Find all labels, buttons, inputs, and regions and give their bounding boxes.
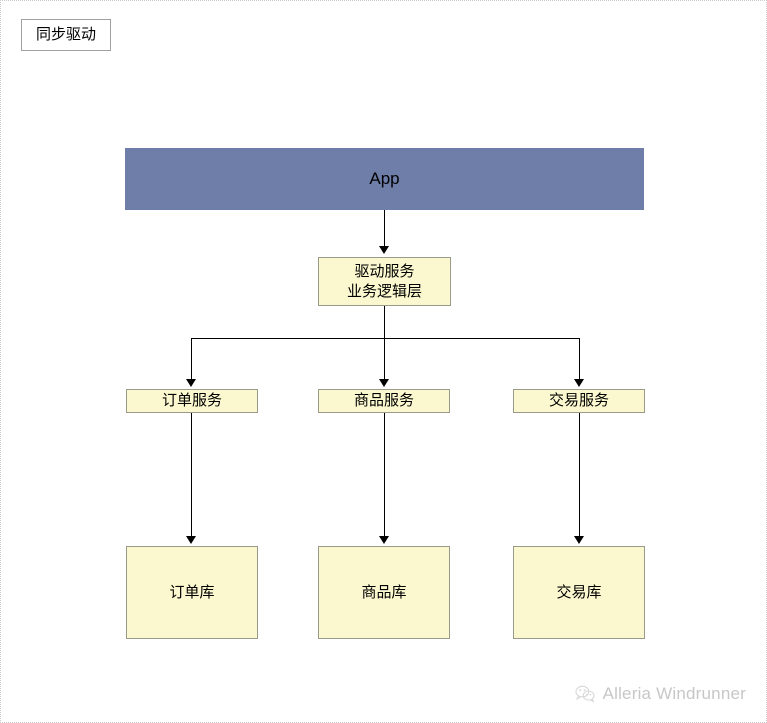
node-trade-db[interactable]: 交易库 [513,546,645,639]
edge-bus-to-product-service-arrow [379,379,389,387]
edge-trade-service-to-db-arrow [574,536,584,544]
edge-order-service-to-db [191,413,192,537]
edge-product-service-to-db [384,413,385,537]
node-order-service[interactable]: 订单服务 [126,389,258,413]
node-trade-service-label: 交易服务 [548,392,609,410]
edge-bus-to-trade-service-arrow [574,379,584,387]
node-product-db[interactable]: 商品库 [318,546,450,639]
node-order-service-label: 订单服务 [161,392,222,410]
edge-service-bus [191,338,579,339]
edge-bus-to-order-service [191,338,192,380]
node-app[interactable]: App [125,148,644,210]
edge-bus-to-trade-service [579,338,580,380]
node-driver-service-label: 驱动服务 业务逻辑层 [346,262,422,300]
node-product-service[interactable]: 商品服务 [318,389,450,413]
edge-product-service-to-db-arrow [379,536,389,544]
node-product-service-label: 商品服务 [353,392,414,410]
edge-bus-to-product-service [384,338,385,380]
node-trade-db-label: 交易库 [556,583,602,601]
edge-order-service-to-db-arrow [186,536,196,544]
node-order-db-label: 订单库 [169,583,215,601]
edge-driver-to-bus [384,306,385,339]
wechat-icon [575,685,595,703]
caption-chip: 同步驱动 [21,19,111,51]
node-app-label: App [369,168,400,188]
edge-bus-to-order-service-arrow [186,379,196,387]
node-trade-service[interactable]: 交易服务 [513,389,645,413]
edge-app-to-driver [384,210,385,247]
watermark: Alleria Windrunner [575,684,746,704]
node-order-db[interactable]: 订单库 [126,546,258,639]
node-driver-service[interactable]: 驱动服务 业务逻辑层 [318,257,451,306]
node-product-db-label: 商品库 [361,583,407,601]
watermark-text: Alleria Windrunner [602,684,746,703]
edge-app-to-driver-arrow [379,246,389,254]
edge-trade-service-to-db [579,413,580,537]
caption-label: 同步驱动 [35,26,96,44]
